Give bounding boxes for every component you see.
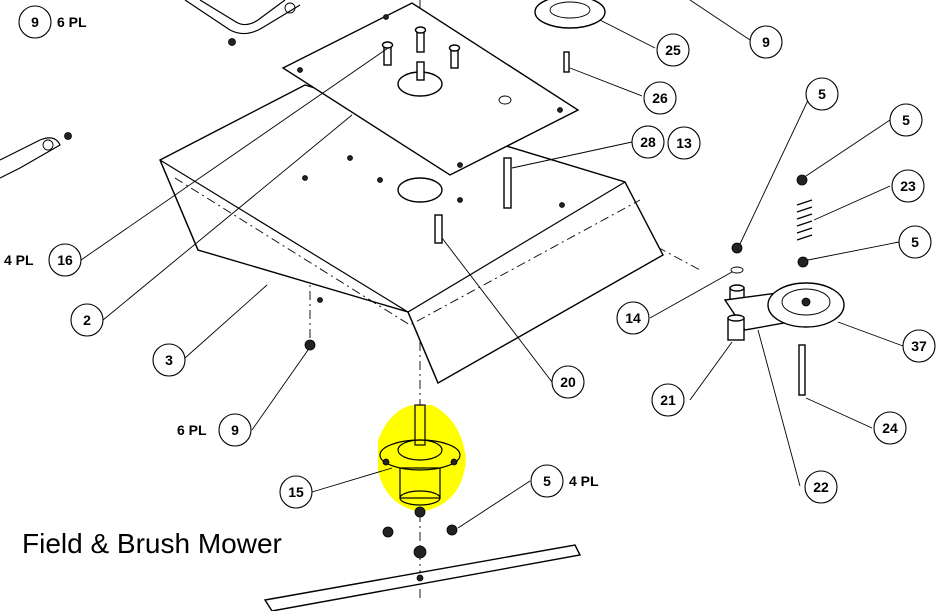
leader-lines — [80, 0, 904, 529]
callout-14: 14 — [616, 301, 650, 335]
callout-number: 20 — [560, 374, 576, 390]
callout-number: 37 — [911, 338, 927, 354]
callout-9-right: 9 — [749, 25, 783, 59]
callout-26: 26 — [643, 81, 677, 115]
spindle-assembly-highlighted — [378, 404, 466, 518]
callout-number: 26 — [652, 90, 668, 106]
spindle-highlight — [378, 405, 466, 512]
callout-number: 24 — [882, 420, 898, 436]
callout-number: 3 — [165, 352, 173, 368]
bolts-top — [381, 26, 461, 81]
nut-lower-right — [446, 524, 458, 536]
callout-13: 13 — [667, 126, 701, 160]
callout-prefix: 4 PL — [4, 252, 34, 268]
nut-9-left — [304, 339, 316, 351]
callout-21: 21 — [651, 383, 685, 417]
callout-20: 20 — [551, 365, 585, 399]
pin-26 — [563, 51, 570, 73]
callout-number: 9 — [31, 14, 39, 30]
blade — [263, 544, 582, 611]
top-plate — [281, 2, 580, 176]
callout-5-4pl: 5 4 PL — [530, 464, 599, 498]
callout-number: 28 — [640, 134, 656, 150]
callout-23: 23 — [891, 169, 925, 203]
callout-number: 5 — [902, 112, 910, 128]
callout-number: 23 — [900, 178, 916, 194]
callout-5-idler: 5 — [805, 77, 839, 111]
callout-number: 16 — [57, 252, 73, 268]
pin-28 — [503, 157, 512, 209]
callout-number: 13 — [676, 135, 692, 151]
callout-number: 5 — [543, 473, 551, 489]
callout-suffix: 4 PL — [569, 473, 599, 489]
callout-number: 14 — [625, 310, 641, 326]
callout-3: 3 — [152, 343, 186, 377]
callout-24: 24 — [873, 411, 907, 445]
callout-number: 5 — [911, 234, 919, 250]
callout-number: 21 — [660, 392, 676, 408]
pin-20 — [434, 214, 443, 244]
callout-number: 22 — [813, 479, 829, 495]
callout-16: 4 PL 16 — [4, 243, 82, 277]
nut-lower-left — [382, 526, 394, 538]
callout-9-6pl-top: 9 6 PL — [18, 5, 87, 39]
callout-number: 9 — [762, 34, 770, 50]
callout-25: 25 — [656, 33, 690, 67]
callout-number: 5 — [818, 86, 826, 102]
callout-prefix: 6 PL — [177, 422, 207, 438]
pulley-top — [534, 0, 606, 29]
callout-28: 28 — [631, 125, 665, 159]
callout-15: 15 — [279, 475, 313, 509]
callout-number: 15 — [288, 484, 304, 500]
callout-number: 2 — [83, 312, 91, 328]
callout-5-upper-right: 5 — [889, 103, 923, 137]
callout-37: 37 — [902, 329, 936, 363]
callout-2: 2 — [70, 303, 104, 337]
diagram-title: Field & Brush Mower — [22, 528, 282, 559]
handle-bracket-left — [0, 132, 72, 179]
callout-suffix: 6 PL — [57, 14, 87, 30]
callout-22: 22 — [804, 470, 838, 504]
callout-5-lower-right: 5 — [898, 225, 932, 259]
handle-bracket-top — [184, 0, 301, 46]
idler-assembly — [723, 174, 845, 396]
nut-center — [413, 545, 427, 559]
callout-number: 25 — [665, 42, 681, 58]
callout-number: 9 — [231, 422, 239, 438]
callout-9-6pl-left: 6 PL 9 — [177, 413, 252, 447]
